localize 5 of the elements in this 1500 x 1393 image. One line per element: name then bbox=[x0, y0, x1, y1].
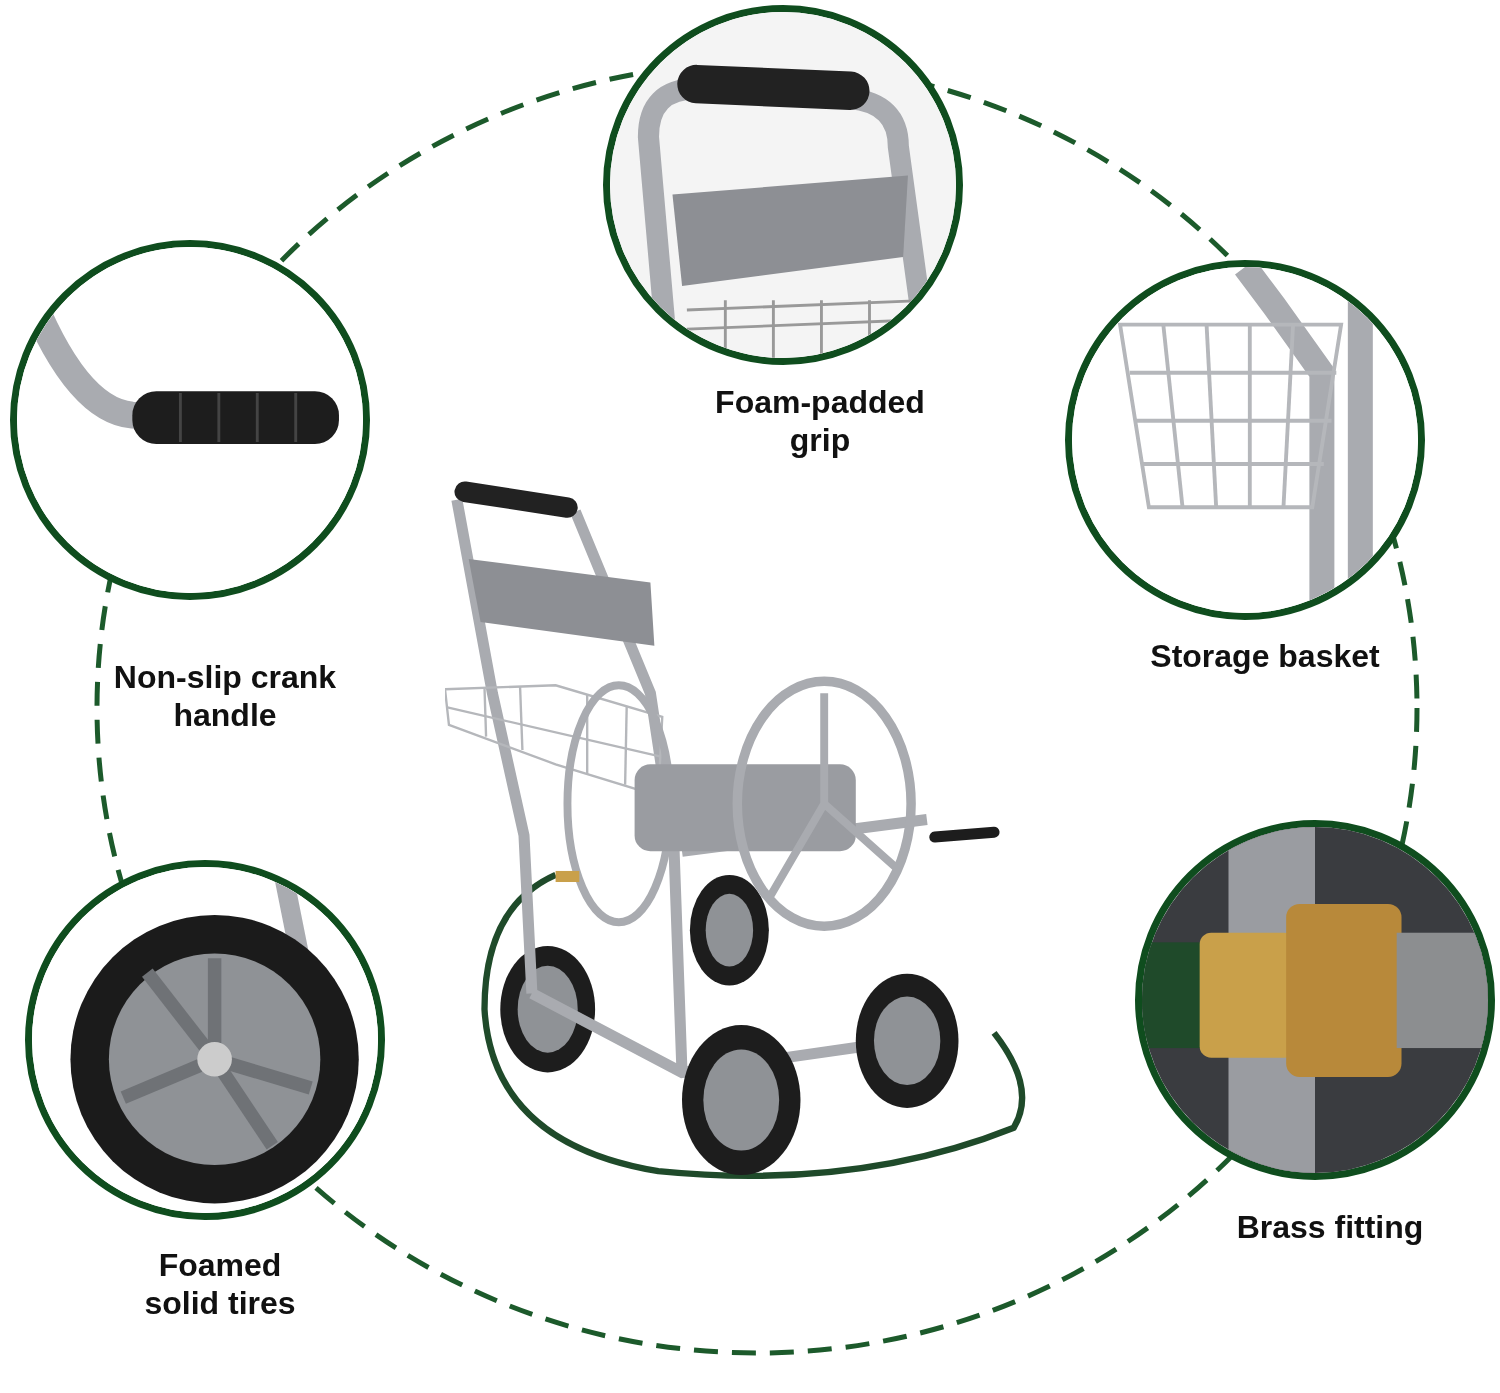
feature-label: Non-slip crank handle bbox=[112, 658, 338, 734]
feature-label: Foam-padded grip bbox=[714, 383, 926, 459]
feature-label: Brass fitting bbox=[1235, 1208, 1425, 1246]
feature-label: Storage basket bbox=[1149, 637, 1381, 675]
feature-label: Foamed solid tires bbox=[143, 1246, 297, 1322]
